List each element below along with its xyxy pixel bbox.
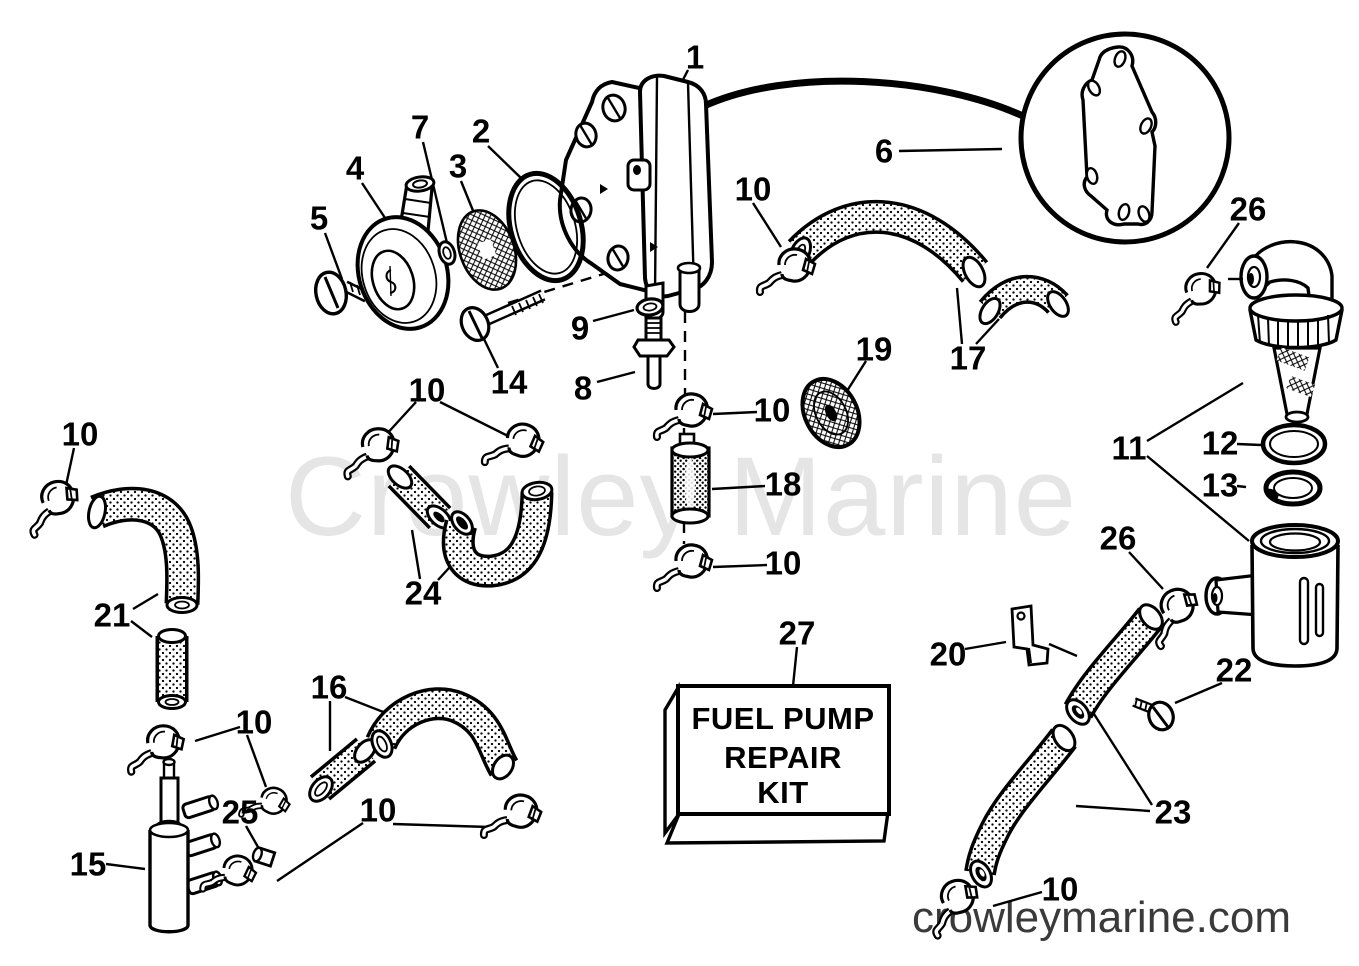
hose-24b <box>441 480 554 588</box>
clamp-icon <box>20 475 87 534</box>
clamp-icon <box>760 249 815 292</box>
gasket-magnifier-circle <box>1018 31 1232 245</box>
fuel-pump-body <box>557 73 714 321</box>
fitting-screw-8 <box>632 316 676 390</box>
hose-23b <box>964 723 1077 889</box>
site-watermark-text: crowleymarine.com <box>912 893 1291 942</box>
o-ring-2 <box>506 170 586 284</box>
pickup-fitting <box>181 794 220 820</box>
screen-19 <box>800 376 862 450</box>
clamp-icon <box>484 792 543 840</box>
hose-21a <box>86 486 201 614</box>
fuel-filter-assembly-11 <box>1204 239 1344 668</box>
clamp-icon <box>657 545 712 588</box>
clamp-icon <box>241 781 293 826</box>
kit-box-line3: KIT <box>757 775 808 810</box>
fuel-pickup-15 <box>148 757 224 934</box>
kit-box-line1: FUEL PUMP <box>691 701 874 736</box>
bracket-20 <box>1010 604 1050 667</box>
knurled-nut <box>1248 293 1344 350</box>
kit-box-line2: REPAIR <box>724 740 842 775</box>
filter-cover-4 <box>355 215 451 331</box>
hose-24a <box>386 464 453 530</box>
hose-17a <box>787 199 989 289</box>
repair-kit-box: FUEL PUMP REPAIR KIT <box>663 681 891 845</box>
hose-17b <box>978 274 1070 326</box>
pump-inlet-nipple <box>678 265 701 313</box>
hose-16b <box>365 687 519 781</box>
magnifier-pointer-curve <box>700 77 1027 121</box>
hose-clamps <box>20 249 1227 936</box>
clamp-icon <box>485 419 546 469</box>
o-ring-7 <box>437 240 457 266</box>
filter-cover-group <box>313 170 586 342</box>
elbow-fitting <box>1228 239 1334 306</box>
hose-23a <box>1063 603 1164 726</box>
inline-filter-18 <box>670 432 711 525</box>
bushing-25 <box>251 846 277 868</box>
filter-bowl <box>1204 523 1340 668</box>
hose-21b <box>155 628 189 710</box>
screw-14 <box>459 289 546 342</box>
o-ring-9 <box>635 297 665 317</box>
thumbscrew-5 <box>313 270 370 316</box>
cover-nipple-4 <box>398 175 436 233</box>
o-ring-12 <box>1260 422 1328 466</box>
cone-screen <box>1272 346 1322 424</box>
clamp-icon <box>1165 269 1226 322</box>
hose-16a <box>308 737 377 803</box>
screw-22 <box>1132 697 1175 732</box>
seal-13 <box>1263 469 1323 507</box>
clamp-icon <box>127 724 186 772</box>
